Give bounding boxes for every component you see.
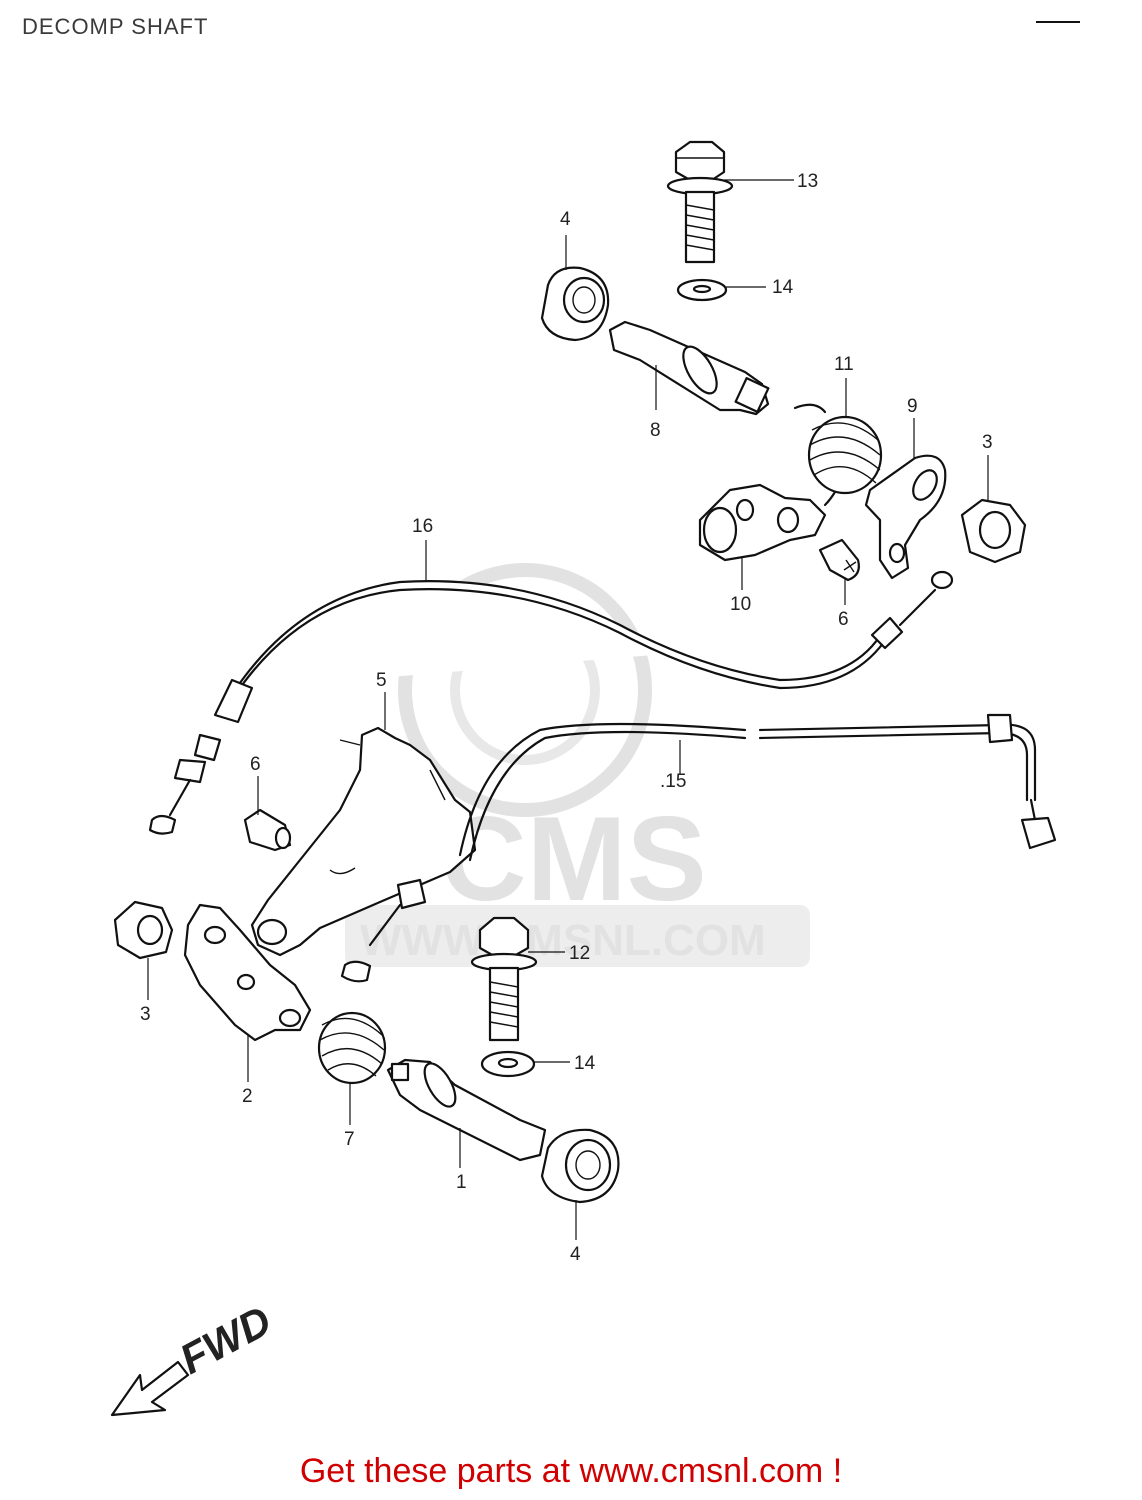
callout-6-right: 6 — [838, 609, 849, 630]
part-15-cable — [340, 713, 1057, 983]
callout-9: 9 — [907, 396, 918, 417]
part-16-cable — [148, 570, 954, 835]
part-3-nut-left — [113, 900, 174, 960]
forward-direction-indicator: FWD — [110, 1297, 279, 1417]
callouts: 13 14 4 8 11 9 3 10 6 16 5 6 .15 3 2 7 1… — [140, 171, 993, 1265]
forward-arrow-icon — [110, 1360, 190, 1417]
cms-watermark: CMS WWW.CMSNL.COM — [345, 563, 810, 967]
watermark-emblem — [398, 563, 652, 817]
callout-11: 11 — [834, 354, 854, 375]
part-8-shaft — [608, 320, 770, 416]
callout-4-lower: 4 — [570, 1244, 581, 1265]
part-11-spring — [793, 403, 883, 507]
part-4-oil-seal-top — [540, 266, 610, 342]
callout-3-right: 3 — [982, 432, 993, 453]
callout-13: 13 — [797, 171, 818, 192]
callout-3-left: 3 — [140, 1004, 151, 1025]
callout-14-lower: 14 — [574, 1053, 596, 1074]
part-14-washer-lower — [480, 1050, 536, 1078]
part-3-nut-right — [960, 498, 1027, 564]
callout-2: 2 — [242, 1086, 253, 1107]
callout-5: 5 — [376, 670, 387, 691]
part-5-bracket — [250, 726, 477, 957]
callout-4-top: 4 — [560, 209, 571, 230]
callout-10: 10 — [730, 594, 751, 615]
part-10-cam-lever — [698, 483, 827, 562]
part-12-bolt — [470, 916, 538, 1042]
part-7-spring — [317, 1011, 387, 1085]
part-2-lever — [183, 903, 312, 1042]
part-9-lever-plate — [864, 454, 947, 580]
part-6-screw-right — [818, 538, 860, 582]
part-4-oil-seal-lower — [540, 1128, 620, 1204]
leader-lines — [147, 179, 989, 1240]
callout-7: 7 — [344, 1129, 355, 1150]
watermark-url: WWW.CMSNL.COM — [360, 916, 766, 965]
callout-14-top: 14 — [772, 277, 794, 298]
forward-label: FWD — [172, 1297, 279, 1383]
part-13-bolt — [666, 140, 734, 264]
callout-8: 8 — [650, 420, 661, 441]
callout-15: .15 — [660, 771, 686, 792]
watermark-url-band — [345, 905, 810, 967]
part-1-shaft — [386, 1058, 547, 1162]
callout-16: 16 — [412, 516, 433, 537]
part-14-washer-top — [676, 278, 728, 302]
callout-12: 12 — [569, 943, 590, 964]
part-6-screw-left — [243, 808, 292, 852]
footer-link-text[interactable]: Get these parts at www.cmsnl.com ! — [299, 1452, 843, 1490]
callout-6-left: 6 — [250, 754, 261, 775]
callout-1: 1 — [456, 1172, 467, 1193]
page-title: DECOMP SHAFT — [22, 14, 209, 39]
